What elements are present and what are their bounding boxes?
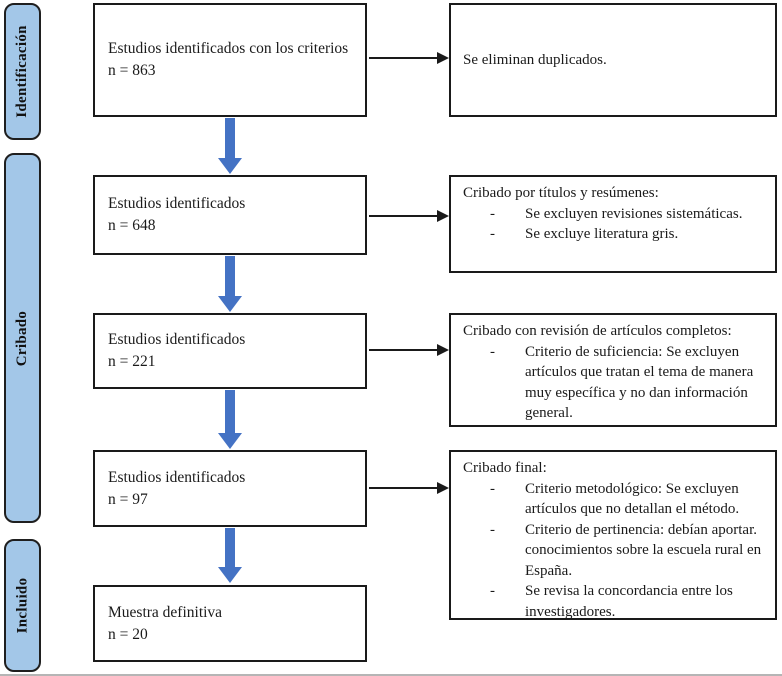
stage-screening: Cribado	[4, 153, 41, 523]
bullet-dash: -	[490, 226, 495, 242]
down-arrow-icon	[208, 528, 252, 583]
down-arrow-shaft	[225, 528, 235, 567]
stage-screening-label: Cribado	[14, 310, 31, 366]
right-arrow-icon	[369, 51, 449, 65]
flow-box-count: n = 863	[108, 62, 156, 79]
flow-box-identified-648: Estudios identificados n = 648	[93, 175, 367, 255]
exclusion-box-duplicates: Se eliminan duplicados.	[449, 3, 777, 117]
flow-box-label: Estudios identificados con los criterios	[108, 40, 349, 57]
right-arrow-head	[437, 344, 449, 356]
bullet-dash: -	[490, 521, 495, 538]
flow-box-identified-221: Estudios identificados n = 221	[93, 313, 367, 389]
down-arrow-icon	[208, 118, 252, 174]
down-arrow-head	[218, 567, 242, 583]
exclusion-bullet-text: Criterio de pertinencia: debían aportar.…	[525, 521, 762, 579]
down-arrow-head	[218, 158, 242, 174]
exclusion-box-titles-abstracts: Cribado por títulos y resúmenes: - Se ex…	[449, 175, 777, 273]
stage-included: Incluido	[4, 539, 41, 672]
flow-box-label: Estudios identificados	[108, 331, 246, 348]
right-arrow-line	[369, 349, 437, 351]
down-arrow-shaft	[225, 256, 235, 296]
exclusion-bullet-text: Se excluyen revisiones sistemáticas.	[525, 205, 743, 222]
right-arrow-icon	[369, 481, 449, 495]
down-arrow-head	[218, 296, 242, 312]
down-arrow-icon	[208, 256, 252, 312]
exclusion-title: Cribado por títulos y resúmenes:	[463, 185, 659, 201]
exclusion-box-final-screening: Cribado final: - Criterio metodológico: …	[449, 450, 777, 620]
exclusion-title: Cribado con revisión de artículos comple…	[463, 323, 732, 339]
flow-box-label: Estudios identificados	[108, 195, 246, 212]
bullet-dash: -	[490, 205, 495, 222]
right-arrow-line	[369, 57, 437, 59]
stage-identification-label: Identificación	[14, 25, 30, 118]
flow-box-count: n = 221	[108, 353, 156, 370]
bullet-dash: -	[490, 480, 495, 497]
right-arrow-head	[437, 52, 449, 64]
stage-identification: Identificación	[4, 3, 41, 140]
right-arrow-head	[437, 210, 449, 222]
exclusion-bullet-text: Criterio de suficiencia: Se excluyen art…	[525, 343, 754, 422]
flow-box-label: Estudios identificados	[108, 468, 246, 486]
down-arrow-shaft	[225, 390, 235, 433]
exclusion-bullet: - Criterio de suficiencia: Se excluyen a…	[463, 342, 767, 424]
exclusion-bullet: - Criterio metodológico: Se excluyen art…	[463, 479, 767, 520]
flow-box-label: Muestra definitiva	[108, 603, 223, 621]
exclusion-title: Cribado final:	[463, 460, 547, 476]
bullet-dash: -	[490, 583, 495, 599]
exclusion-bullet: - Se revisa la concordancia entre los in…	[463, 581, 767, 622]
flow-box-identified-97: Estudios identificados n = 97	[93, 450, 367, 527]
exclusion-bullet: - Criterio de pertinencia: debían aporta…	[463, 520, 767, 582]
exclusion-bullet: - Se excluye literatura gris.	[463, 224, 767, 245]
right-arrow-icon	[369, 343, 449, 357]
down-arrow-icon	[208, 390, 252, 449]
down-arrow-head	[218, 433, 242, 449]
stage-included-label: Incluido	[14, 577, 31, 634]
bullet-dash: -	[490, 343, 495, 360]
flow-box-final-sample: Muestra definitiva n = 20	[93, 585, 367, 662]
exclusion-bullet: - Se excluyen revisiones sistemáticas.	[463, 204, 767, 225]
right-arrow-line	[369, 215, 437, 217]
right-arrow-head	[437, 482, 449, 494]
bottom-border-line	[0, 674, 782, 676]
flow-box-identified-criteria: Estudios identificados con los criterios…	[93, 3, 367, 117]
flow-box-count: n = 20	[108, 625, 148, 643]
exclusion-bullet-text: Criterio metodológico: Se excluyen artíc…	[525, 480, 740, 518]
flow-box-count: n = 97	[108, 490, 148, 508]
exclusion-bullet-text: Se revisa la concordancia entre los inve…	[525, 583, 733, 620]
right-arrow-icon	[369, 209, 449, 223]
down-arrow-shaft	[225, 118, 235, 158]
exclusion-box-fulltext-review: Cribado con revisión de artículos comple…	[449, 313, 777, 427]
exclusion-bullet-text: Se excluye literatura gris.	[525, 226, 679, 242]
flow-box-count: n = 648	[108, 217, 156, 234]
exclusion-title: Se eliminan duplicados.	[463, 51, 607, 68]
right-arrow-line	[369, 487, 437, 489]
